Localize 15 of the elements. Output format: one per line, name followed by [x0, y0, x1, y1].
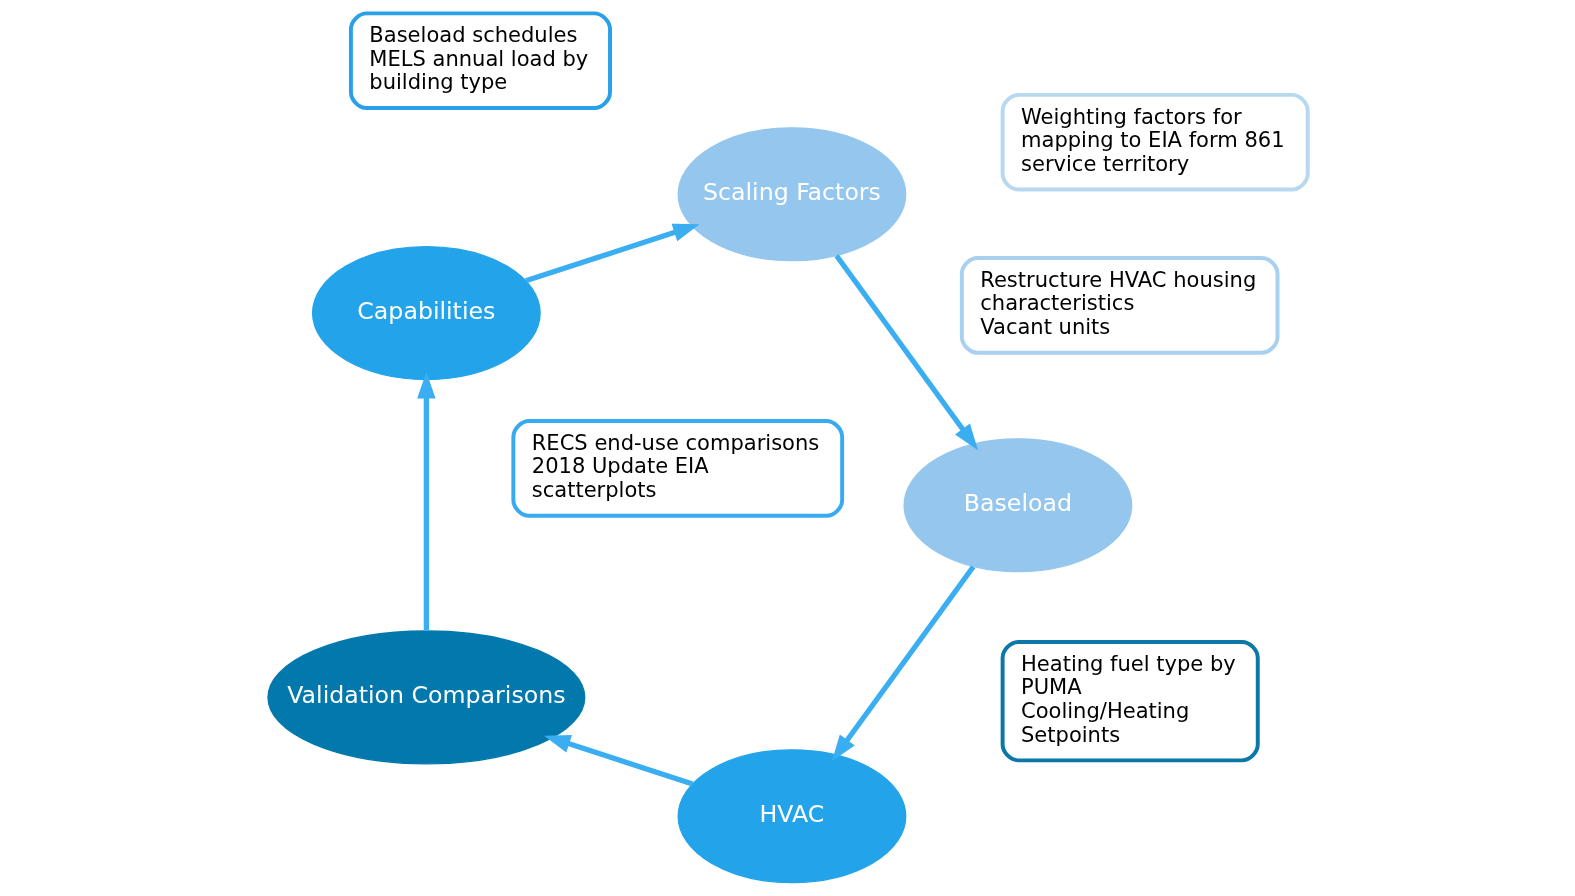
- arrow: [831, 565, 975, 762]
- node-ellipse: Scaling Factors: [677, 127, 906, 262]
- arrow: [416, 372, 436, 631]
- node-box: Baseload schedules MELS annual load by building type: [348, 11, 612, 111]
- arrow: [524, 223, 699, 284]
- arrow: [833, 254, 978, 451]
- node-box: Restructure HVAC housing characteristics Vacant units: [959, 256, 1279, 355]
- node-ellipse: Validation Comparisons: [266, 630, 585, 765]
- arrow: [543, 735, 693, 787]
- node-ellipse: HVAC: [677, 749, 906, 884]
- node-box: Heating fuel type by PUMA Cooling/Heating Setpoints: [1000, 640, 1260, 763]
- node-box: Weighting factors for mapping to EIA form 861 service territory: [1000, 92, 1310, 192]
- node-box: RECS end-use comparisons 2018 Update EIA scatterplots: [510, 419, 844, 518]
- node-ellipse: Capabilities: [311, 245, 541, 381]
- node-ellipse: Baseload: [902, 438, 1132, 573]
